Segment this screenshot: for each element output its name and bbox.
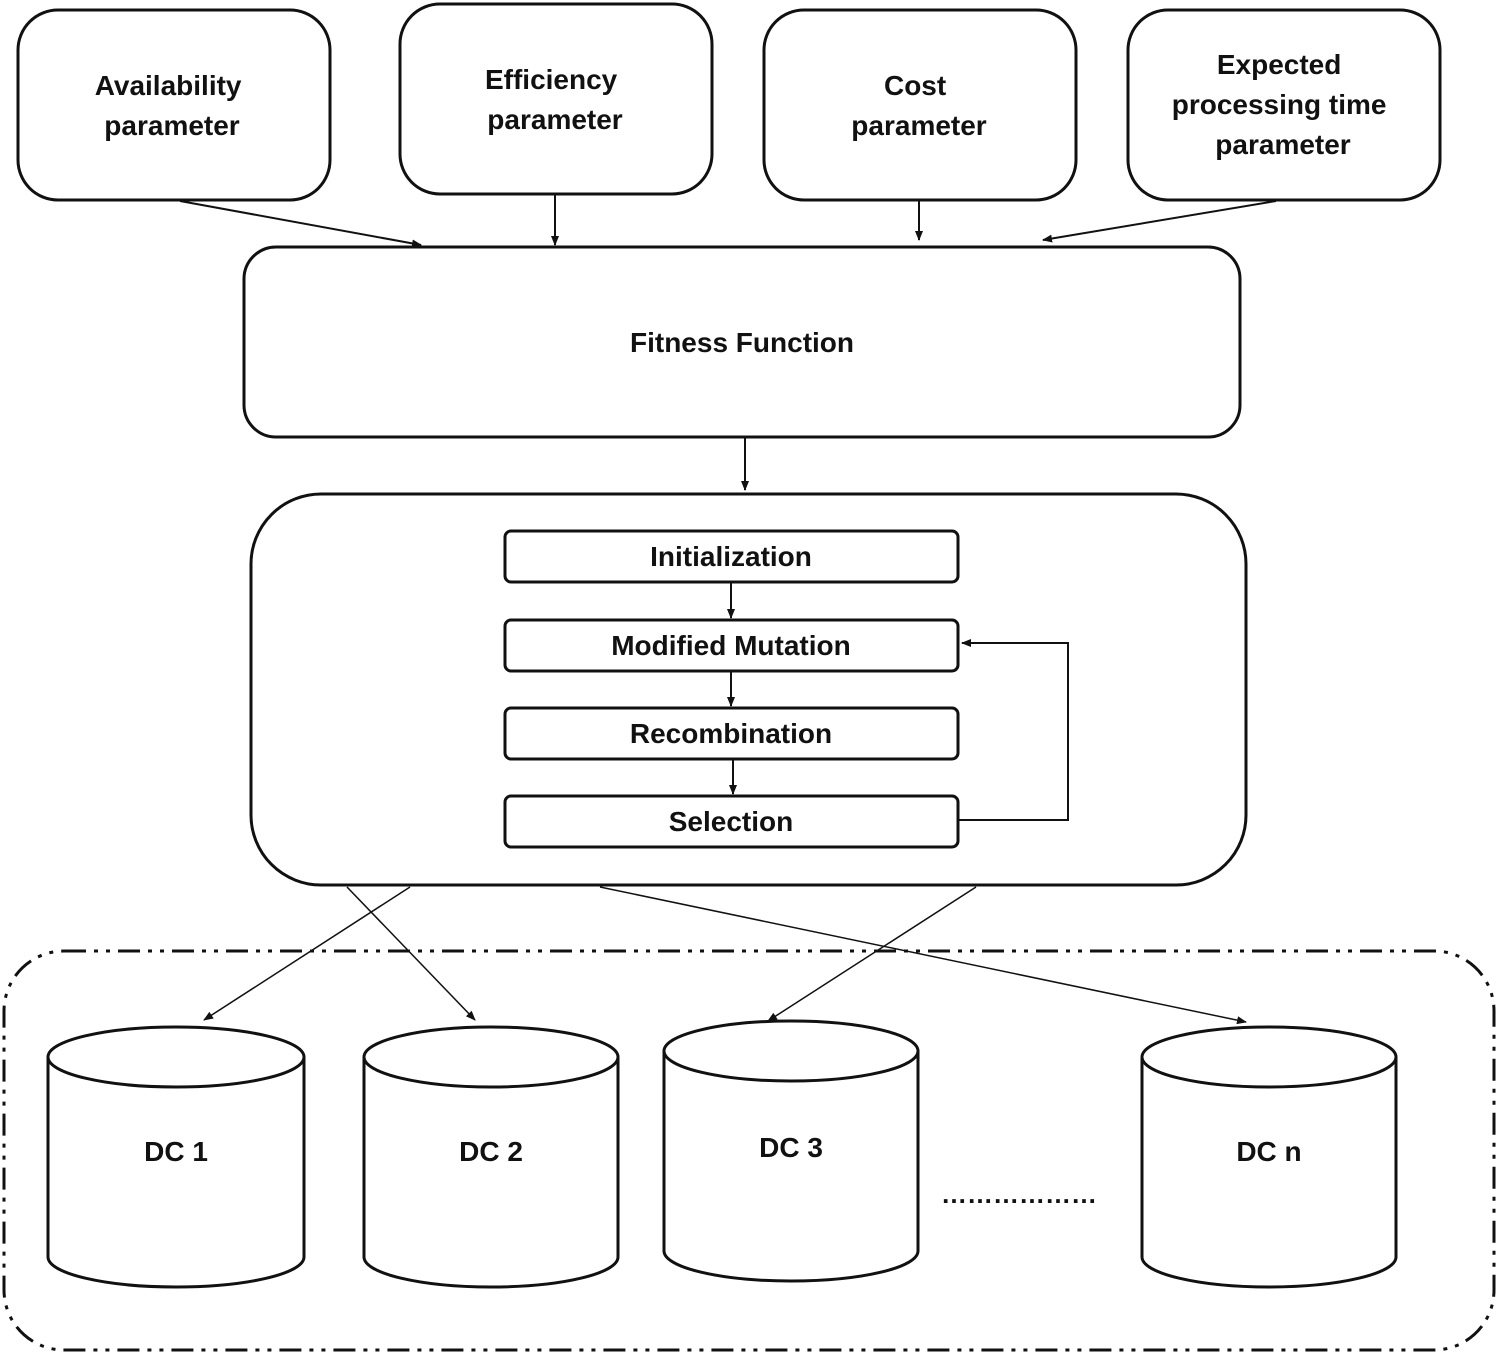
arrow-availability-to-fitness <box>179 200 422 248</box>
fitness-function-label: Fitness Function <box>630 327 854 358</box>
cost-parameter-line1: Cost <box>884 70 946 101</box>
arrow-algorithm-to-dcn <box>599 886 1247 1025</box>
feedback-loop-selection-to-mutation <box>959 639 1069 821</box>
fitness-function-box <box>242 245 1242 439</box>
dc3-label: DC 3 <box>759 1132 823 1163</box>
arrow-algorithm-to-dc1 <box>203 886 411 1021</box>
selection-label: Selection <box>669 806 793 837</box>
availability-parameter-line1: Availability <box>95 70 242 101</box>
modified-mutation-box <box>503 618 960 673</box>
dc2-cylinder <box>362 1025 620 1289</box>
dcn-cylinder <box>1140 1025 1398 1289</box>
efficiency-parameter-line2: parameter <box>487 104 623 135</box>
expected-time-line1: Expected <box>1217 49 1342 80</box>
svg-text:Cost parameter: Cost parameter <box>851 70 987 141</box>
initialization-box <box>503 529 960 584</box>
cost-parameter-line2: parameter <box>851 110 987 141</box>
expected-processing-time-parameter-box <box>1126 8 1442 202</box>
dc1-label: DC 1 <box>144 1136 208 1167</box>
selection-box <box>503 794 960 849</box>
dcn-label: DC n <box>1236 1136 1301 1167</box>
arrow-algorithm-to-dc2 <box>346 886 476 1021</box>
efficiency-parameter-box <box>398 2 714 196</box>
expected-time-line2: processing time <box>1172 89 1387 120</box>
svg-text:Availability parameter: Availability parameter <box>95 70 250 141</box>
dc2-label: DC 2 <box>459 1136 523 1167</box>
arrow-algorithm-to-dc3 <box>767 886 977 1022</box>
efficiency-parameter-line1: Efficiency <box>485 64 618 95</box>
expected-time-line3: parameter <box>1215 129 1351 160</box>
initialization-label: Initialization <box>650 541 812 572</box>
svg-text:Expected processing time: Expected processing time parameter <box>1172 49 1395 160</box>
availability-parameter-line2: parameter <box>104 110 240 141</box>
svg-text:Efficiency parameter: Efficiency parameter <box>485 64 625 135</box>
availability-parameter-box <box>16 8 332 202</box>
cost-parameter-box <box>762 8 1078 202</box>
recombination-box <box>503 706 960 761</box>
modified-mutation-label: Modified Mutation <box>611 630 851 661</box>
recombination-label: Recombination <box>630 718 832 749</box>
dc1-cylinder <box>46 1025 306 1289</box>
algorithm-container <box>249 492 1248 887</box>
arrow-expected-time-to-fitness <box>1042 200 1277 243</box>
datacenter-ellipsis: ……………… <box>941 1179 1097 1209</box>
dc3-cylinder <box>662 1019 920 1283</box>
